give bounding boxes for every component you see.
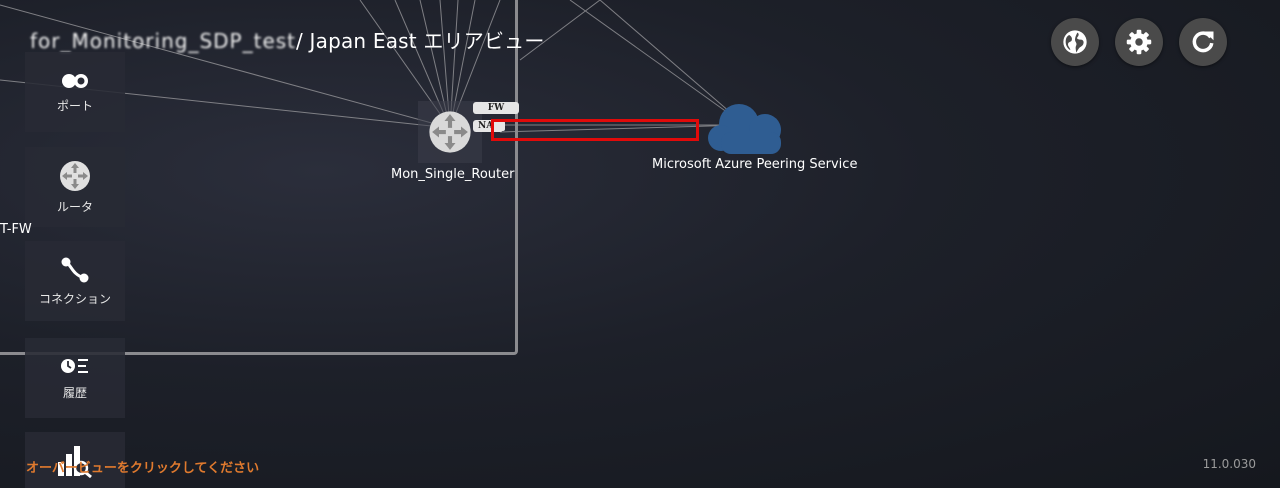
gear-icon <box>1126 29 1152 55</box>
sidebar-item-history[interactable]: 履歴 <box>25 338 125 418</box>
sidebar-item-label: ポート <box>56 98 93 113</box>
version-label: 11.0.030 <box>1202 457 1256 471</box>
offscreen-node-label: T-FW <box>0 222 32 237</box>
redacted-title-part: for_Monitoring_SDP_test <box>30 29 297 53</box>
connection-highlight <box>491 119 699 141</box>
router-port[interactable] <box>494 121 505 131</box>
cloud-icon[interactable] <box>707 102 789 154</box>
router-icon <box>429 111 471 153</box>
refresh-button[interactable] <box>1179 18 1227 66</box>
router-label: Mon_Single_Router <box>391 167 515 182</box>
title-suffix: / Japan East エリアビュー <box>296 29 545 53</box>
sidebar-item-label: コネクション <box>38 291 111 306</box>
cloud-label: Microsoft Azure Peering Service <box>652 157 858 172</box>
globe-button[interactable] <box>1051 18 1099 66</box>
sidebar-item-overview[interactable] <box>25 432 125 488</box>
sidebar-item-router[interactable]: ルータ <box>25 147 125 227</box>
router-node[interactable] <box>418 101 482 163</box>
sidebar-item-port[interactable]: ポート <box>25 52 125 132</box>
globe-icon <box>1063 30 1087 54</box>
connection-icon <box>61 257 89 282</box>
fw-badge: FW <box>473 102 519 114</box>
settings-button[interactable] <box>1115 18 1163 66</box>
overview-hint: オーバービューをクリックしてください <box>26 461 260 476</box>
area-frame <box>0 0 518 355</box>
sidebar-item-connection[interactable]: コネクション <box>25 241 125 321</box>
router-icon <box>60 160 90 191</box>
history-icon <box>61 358 88 373</box>
page-title: for_Monitoring_SDP_test/ Japan East エリアビ… <box>30 25 545 54</box>
refresh-icon <box>1192 31 1214 53</box>
sidebar-item-label: 履歴 <box>62 385 87 400</box>
port-icon <box>62 73 88 88</box>
sidebar-item-label: ルータ <box>56 199 93 214</box>
chart-search-icon <box>58 446 92 478</box>
